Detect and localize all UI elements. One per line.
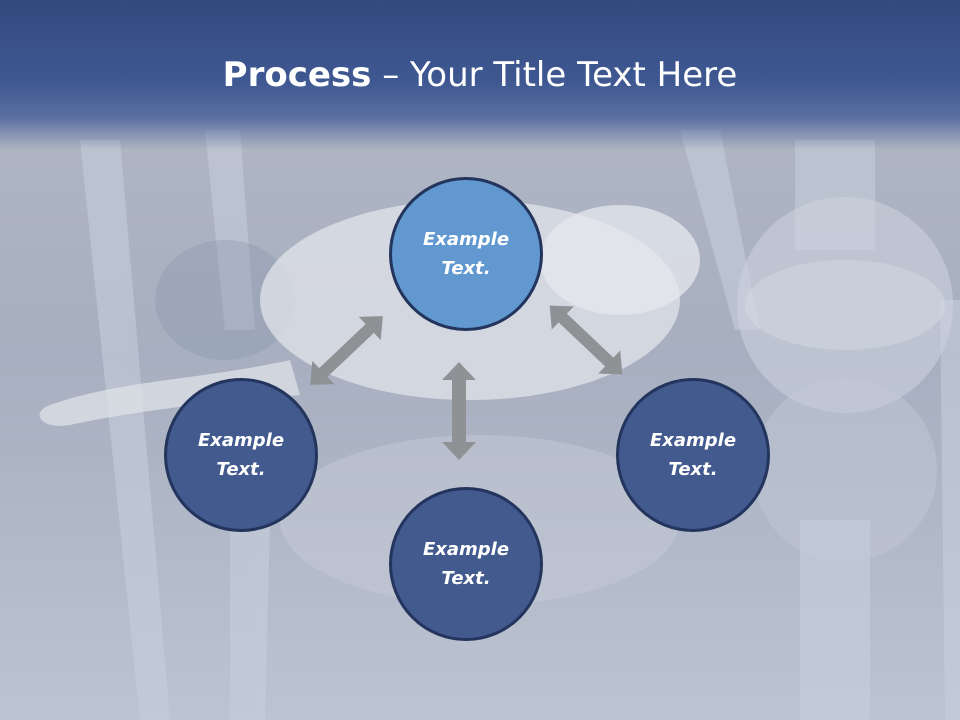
slide-title: Process – Your Title Text Here [0,52,960,98]
node-label: Example Text. [422,229,510,279]
title-bar [0,0,960,150]
arrow-top-left [310,316,383,385]
title-bold-part: Process [222,55,372,95]
node-label: Example Text. [422,539,510,589]
arrow-top-right [549,305,623,375]
process-node-top: Example Text. [389,177,543,331]
process-node-right: Example Text. [616,378,770,532]
process-node-bottom: Example Text. [389,487,543,641]
process-node-left: Example Text. [164,378,318,532]
node-label: Example Text. [197,430,285,480]
arrow-vertical [442,362,476,460]
title-separator: – [371,55,411,95]
title-text: Your Title Text Here [410,55,738,95]
node-label: Example Text. [649,430,737,480]
